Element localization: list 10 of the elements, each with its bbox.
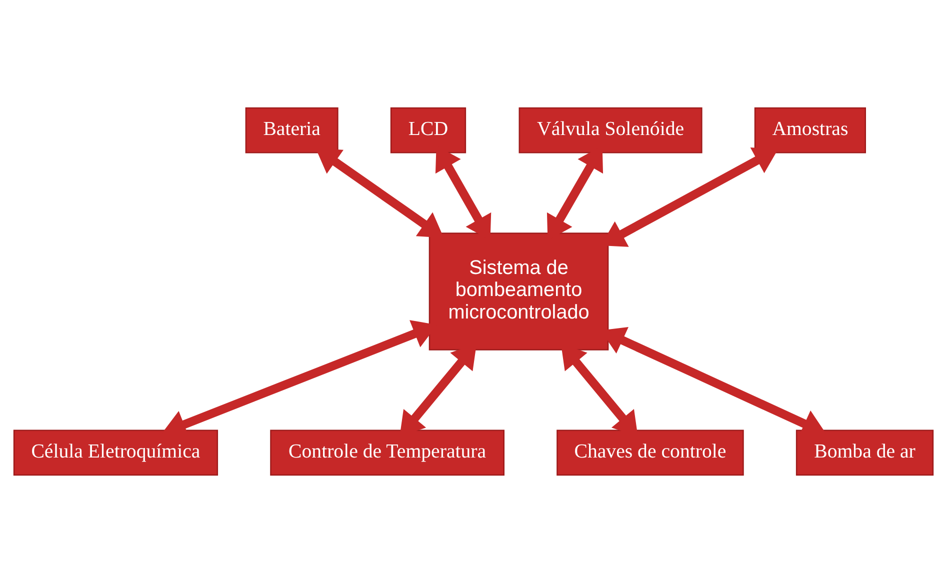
node-box: Válvula Solenóide: [518, 107, 702, 154]
node-box: Chaves de controle: [556, 430, 744, 476]
node-box: Amostras: [754, 107, 866, 154]
node-box: LCD: [390, 107, 466, 154]
arrow: [316, 148, 444, 238]
node-box: Bomba de ar: [796, 430, 934, 476]
node-box: Célula Eletroquímica: [13, 430, 218, 476]
node-box: Controle de Temperatura: [270, 430, 504, 476]
node-box: Bateria: [245, 107, 338, 154]
node-box: Sistema de bombeamento microcontrolado: [428, 232, 609, 350]
